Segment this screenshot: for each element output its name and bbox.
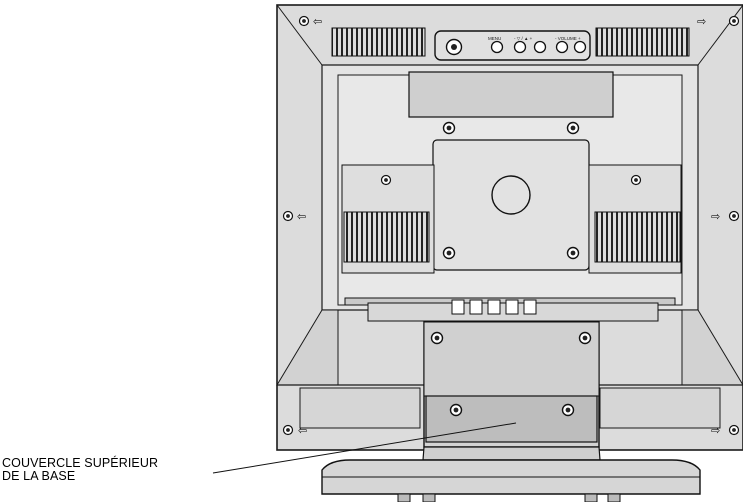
svg-text:⇨: ⇨ <box>697 15 706 28</box>
power-button <box>445 38 463 56</box>
base-top-cover <box>425 395 598 443</box>
svg-text:⇦: ⇦ <box>298 424 307 437</box>
control-panel: MENU - ▽ / ▲ + - VOLUME + <box>434 30 591 61</box>
svg-text:⇨: ⇨ <box>711 210 720 223</box>
svg-text:⇦: ⇦ <box>297 210 306 223</box>
callout-label-line-2: DE LA BASE <box>2 469 76 483</box>
top-right-vent <box>595 27 690 57</box>
volume-up-button <box>573 40 587 54</box>
svg-text:⇨: ⇨ <box>711 424 720 437</box>
updown-label: - ▽ / ▲ + <box>514 36 533 41</box>
corner-arrow-marks: ⇦ ⇨ ⇦ ⇨ ⇦ ⇨ <box>282 15 740 437</box>
vesa-mount-plate <box>432 139 590 271</box>
connector-strip <box>344 297 676 322</box>
volume-down-button <box>555 40 569 54</box>
screw-icon <box>566 121 580 135</box>
menu-label: MENU <box>488 36 501 41</box>
up-button <box>533 40 547 54</box>
volume-label: - VOLUME + <box>555 36 581 41</box>
callout-label: COUVERCLE SUPÉRIEUR DE LA BASE <box>2 457 158 483</box>
screw-icon <box>442 121 456 135</box>
left-side-vent-panel <box>341 164 435 274</box>
callout-label-line-1: COUVERCLE SUPÉRIEUR <box>2 456 159 470</box>
menu-button <box>490 40 504 54</box>
svg-text:⇦: ⇦ <box>313 15 322 28</box>
stand-base <box>321 446 701 502</box>
right-side-vent-panel <box>588 164 682 274</box>
label-recess <box>408 71 614 118</box>
callout-leader-line <box>212 422 517 474</box>
down-button <box>513 40 527 54</box>
top-left-vent <box>331 27 426 57</box>
